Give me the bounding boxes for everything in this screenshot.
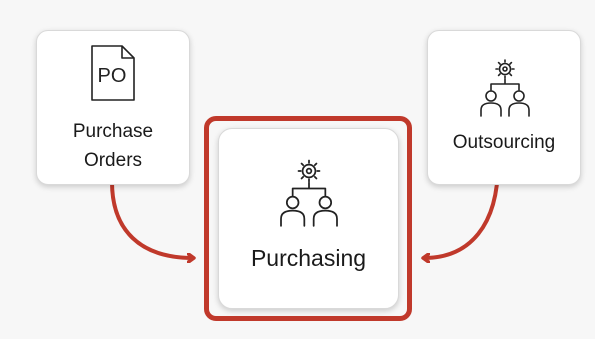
purchase-orders-label-line1: Purchase [72, 121, 154, 142]
outsourcing-label: Outsourcing [452, 132, 556, 153]
outsourcing-card[interactable]: Outsourcing [427, 30, 581, 185]
purchasing-label: Purchasing [250, 245, 367, 271]
org-structure-icon [480, 59, 530, 117]
po-document-text: PO [98, 65, 127, 87]
purchase-orders-card[interactable]: PO Purchase Orders [36, 30, 190, 185]
highlight-frame [204, 116, 412, 321]
arrow-from-purchase-orders [110, 180, 193, 258]
purchase-orders-label-line2: Orders [83, 150, 143, 171]
po-document-icon: PO [91, 45, 135, 101]
purchasing-card[interactable]: Purchasing [218, 128, 399, 309]
org-structure-icon [280, 159, 338, 227]
purchase-orders-label: Purchase Orders [37, 117, 189, 175]
